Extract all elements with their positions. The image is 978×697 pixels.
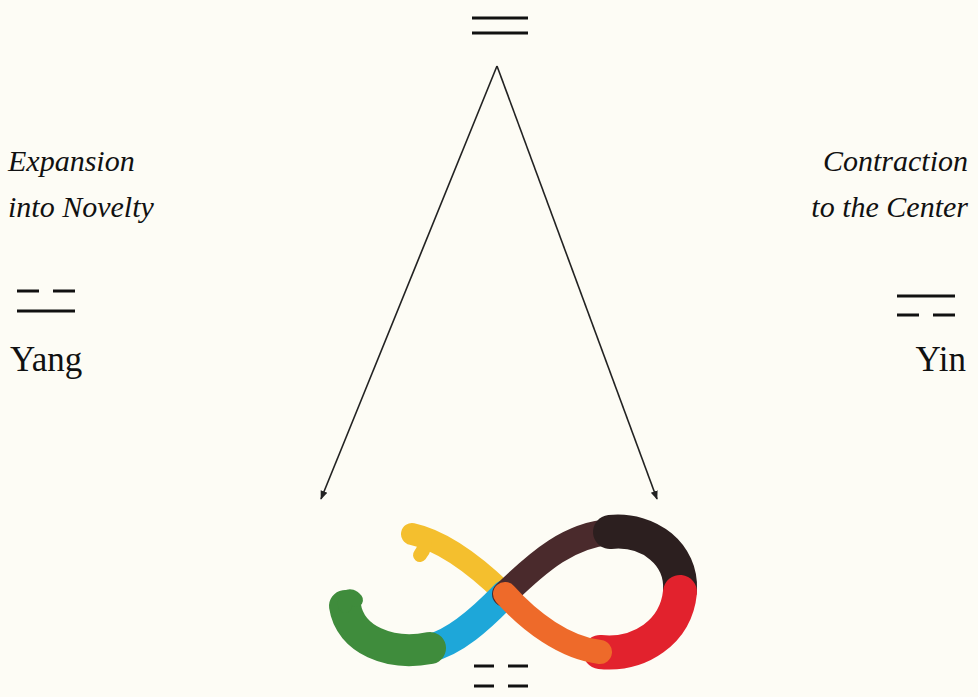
yin-label: Yin bbox=[915, 340, 966, 380]
yang-digram bbox=[17, 291, 75, 311]
triangle-lines bbox=[321, 66, 657, 499]
motto-text: Expansion into Novelty bbox=[8, 138, 156, 230]
bottom-digram bbox=[474, 666, 528, 686]
top-digram bbox=[472, 18, 528, 33]
yang-label: Yang bbox=[10, 340, 82, 380]
infinity-figure bbox=[345, 532, 680, 653]
yin-digram bbox=[897, 296, 955, 315]
motto-text: Contraction to the Center bbox=[809, 138, 968, 230]
